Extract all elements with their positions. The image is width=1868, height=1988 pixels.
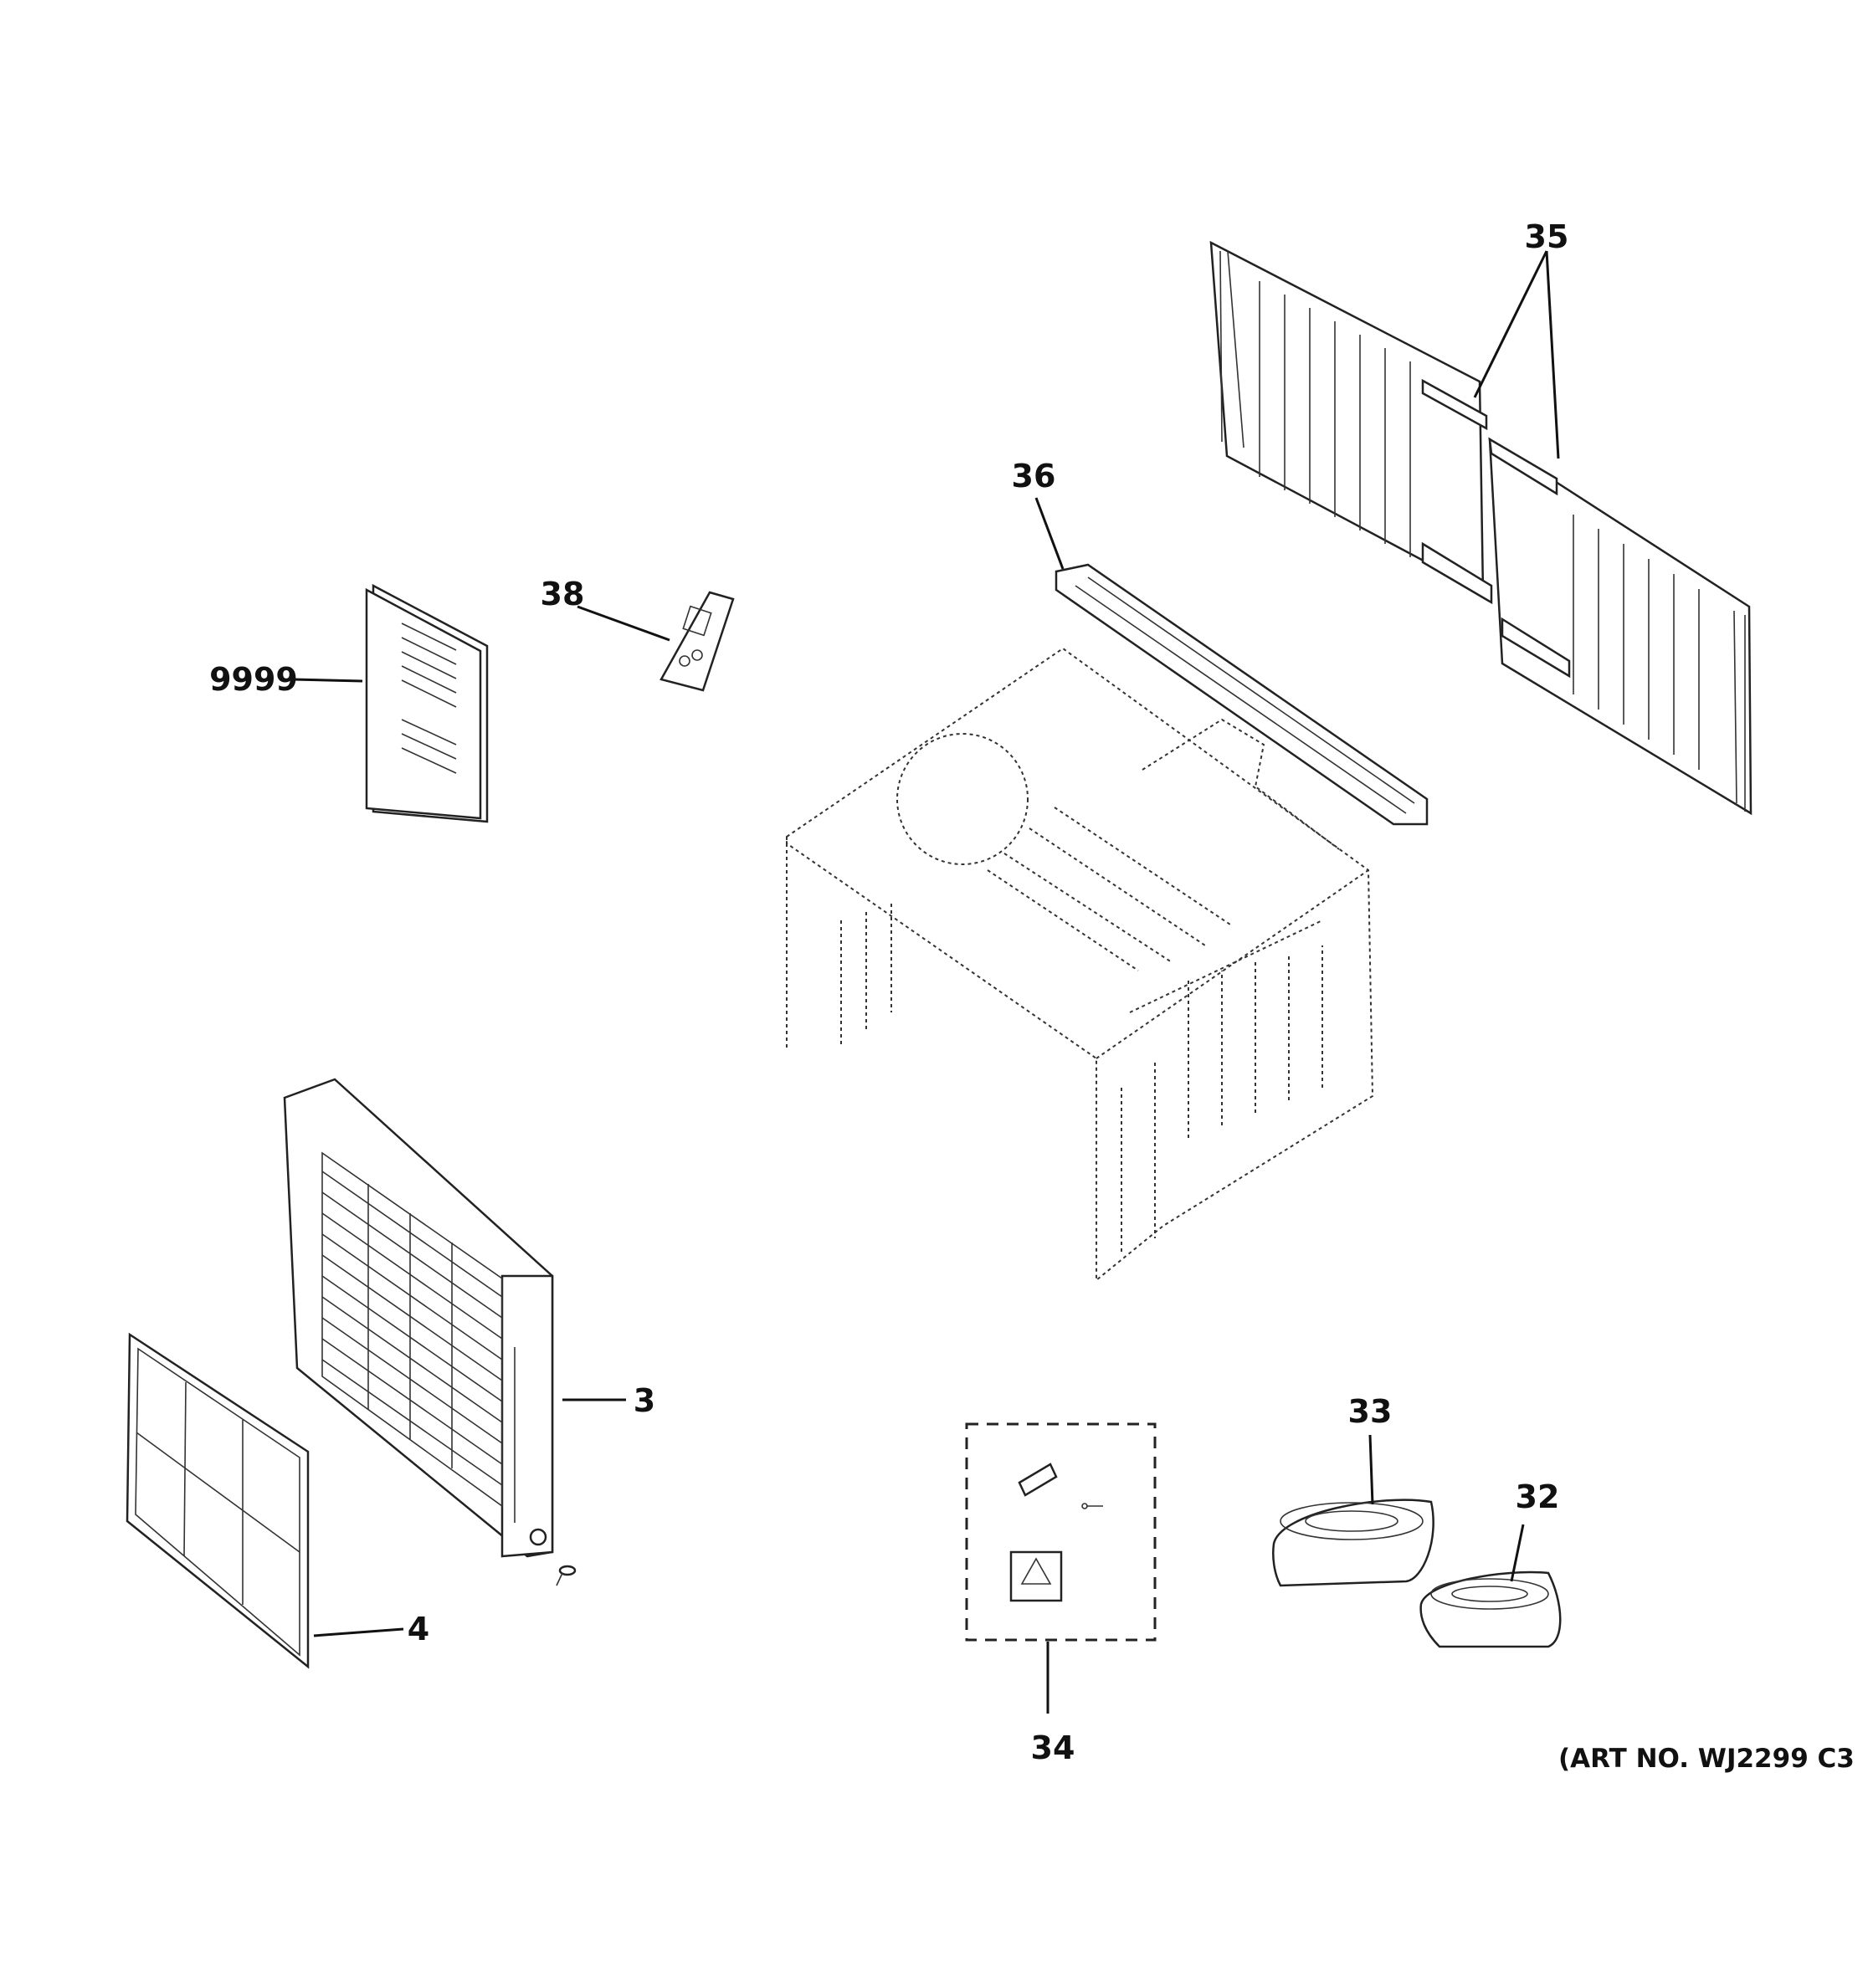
foam-seal-32[interactable] (1419, 1570, 1562, 1648)
foam-seal-33[interactable] (1272, 1499, 1434, 1587)
remote-control[interactable] (659, 591, 735, 692)
callout-36: 36 (1012, 458, 1065, 570)
screw[interactable] (556, 1565, 577, 1586)
callout-33-label: 33 (1348, 1393, 1393, 1430)
air-filter[interactable] (126, 1332, 310, 1669)
front-grille[interactable] (283, 1078, 554, 1558)
top-rail[interactable] (1055, 563, 1429, 826)
callout-4: 4 (313, 1611, 429, 1647)
callout-32: 32 (1510, 1478, 1560, 1582)
side-curtain-panels[interactable] (1209, 240, 1753, 816)
callout-9999: 9999 (209, 661, 363, 698)
callout-38-label: 38 (541, 576, 585, 612)
callout-3: 3 (562, 1382, 655, 1419)
hardware-kit[interactable] (965, 1422, 1157, 1642)
callout-34: 34 (1031, 1642, 1075, 1766)
callout-3-label: 3 (634, 1382, 655, 1419)
callout-38: 38 (541, 576, 670, 642)
callout-9999-label: 9999 (209, 661, 298, 698)
callout-33: 33 (1348, 1393, 1393, 1505)
callout-34-label: 34 (1031, 1729, 1075, 1766)
callout-36-label: 36 (1012, 458, 1056, 494)
outer-cabinet[interactable] (786, 647, 1374, 1283)
callout-4-label: 4 (408, 1611, 429, 1647)
art-number: (ART NO. WJ2299 C3 (1558, 1744, 1855, 1774)
callout-35-label: 35 (1525, 218, 1569, 255)
callout-35: 35 (1473, 218, 1569, 459)
owners-manual[interactable] (365, 583, 489, 823)
callout-32-label: 32 (1516, 1478, 1560, 1515)
